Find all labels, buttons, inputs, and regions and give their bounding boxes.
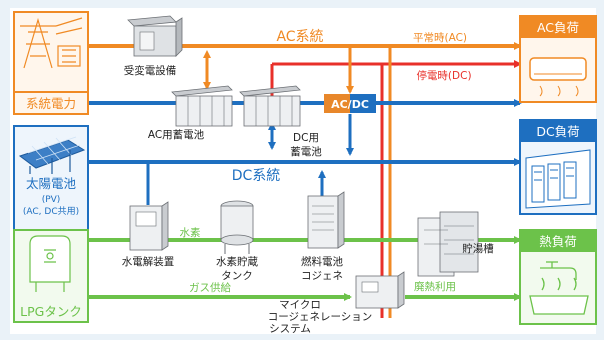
hydrogen-tank-label-1: 水素貯蔵 [216,255,258,268]
dc-battery-icon [239,85,301,127]
ac-dc-label: AC/DC [331,98,369,111]
solar-panel-icon [18,136,86,174]
ac-system-label: AC系統 [276,29,323,45]
dc-load-box: DC負荷 [519,119,597,215]
waste-heat-label: 廃熱利用 [414,280,456,293]
server-room-icon [525,149,591,209]
outage-dc-label: 停電時(DC) [416,69,471,82]
grid-source-box [13,11,89,97]
substation-label: 受変電設備 [124,64,177,77]
fuel-cell-label-1: 燃料電池 [301,255,343,268]
bath-icon [529,277,589,315]
micro-cogen-label-2: コージェネレーション [268,311,373,323]
hydrogen-tank-label-2: タンク [221,270,253,282]
ac-battery-label: AC用蓄電池 [148,128,205,141]
power-tower-icon [20,17,83,69]
solar-label: 太陽電池 [26,176,77,191]
dc-battery-label-2: 蓄電池 [290,145,322,158]
heat-load-box: 熱負荷 [519,229,597,325]
normal-ac-label: 平常時(AC) [413,31,467,44]
micro-cogen-label-3: システム [269,323,311,335]
hydrogen-tank-icon [220,200,254,254]
heat-load-label: 熱負荷 [539,234,577,249]
solar-source-box: 太陽電池 (PV) (AC, DC共用) [13,125,89,231]
micro-cogen-icon [355,271,405,309]
substation-icon [127,15,183,57]
ac-load-label: AC負荷 [537,20,579,35]
solar-sub2: (AC, DC共用) [23,206,79,217]
hot-water-tank-icon [417,211,479,277]
faucet-icon [540,261,577,280]
gas-supply-label: ガス供給 [189,281,231,294]
hot-water-tank-label: 貯湯槽 [462,243,494,255]
solar-sub1: (PV) [42,195,61,205]
air-conditioner-icon [529,57,587,97]
electrolyzer-icon [129,201,169,251]
micro-cogen-label-1: マイクロ [279,299,321,311]
fuel-cell-icon [307,191,345,249]
grid-label-text: 系統電力 [26,96,76,111]
lpg-label: LPGタンク [20,304,82,319]
ac-battery-icon [171,85,233,127]
dc-system-label: DC系統 [232,168,281,184]
fuel-cell-label-2: コジェネ [301,270,343,282]
dc-battery-label-1: DC用 [293,132,319,144]
grid-label-bg [13,91,89,115]
dc-load-label: DC負荷 [536,124,579,139]
ac-load-box: AC負荷 [519,15,597,103]
lpg-tank-icon [29,235,71,292]
lpg-source-box: LPGタンク [13,229,89,323]
ac-dc-converter: AC/DC [324,94,376,113]
electrolyzer-label: 水電解装置 [122,255,175,268]
hydrogen-label: 水素 [180,226,201,239]
